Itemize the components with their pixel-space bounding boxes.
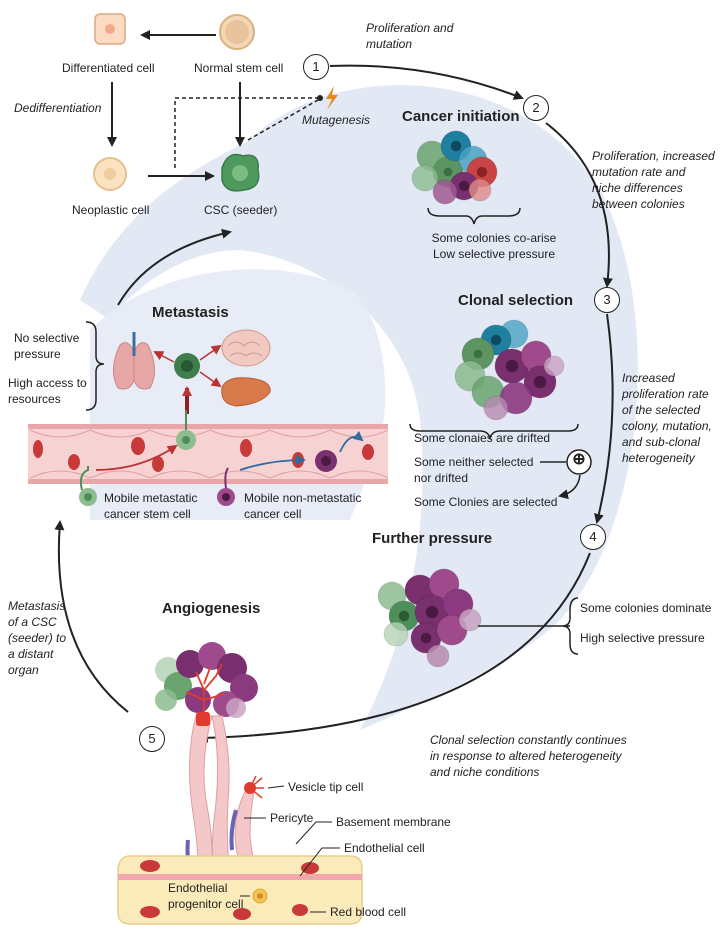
selected-label: Some Clonies are selected xyxy=(414,495,558,509)
cycle-arrow-1-2 xyxy=(329,64,524,100)
pericyte-label: Pericyte xyxy=(270,811,314,825)
vessel-noncsc-cell xyxy=(315,450,337,472)
normal-stem-cell-label: Normal stem cell xyxy=(194,61,284,75)
further-pressure-title: Further pressure xyxy=(372,530,493,547)
mobile-csc-label: Mobile metastatic cancer stem cell xyxy=(104,491,198,521)
step-3-badge: 3 xyxy=(594,287,620,313)
plus-symbol: ⊕ xyxy=(572,451,586,468)
metastasis-title: Metastasis xyxy=(152,304,229,321)
legend-mobile-noncsc-icon xyxy=(217,467,235,506)
clonal-selection-cluster xyxy=(454,319,565,421)
no-selective-pressure-label: No selective pressure xyxy=(14,331,80,361)
high-pressure-label: High selective pressure xyxy=(580,631,705,645)
metastasis-side-note: Metastasis of a CSC (seeder) to a distan… xyxy=(8,599,67,677)
step-4-badge: 4 xyxy=(580,524,606,550)
step-2-badge: 2 xyxy=(523,95,549,121)
lungs-icon xyxy=(113,332,155,390)
continue-note: Clonal selection constantly continues in… xyxy=(430,733,627,779)
high-access-label: High access to resources xyxy=(8,376,87,406)
drifted-label: Some clonaies are drifted xyxy=(414,431,551,445)
pressure-brace xyxy=(478,597,579,655)
initiation-brace xyxy=(427,207,521,225)
neoplastic-cell-label: Neoplastic cell xyxy=(72,203,150,217)
endothelial-progenitor-label: Endothelial progenitor cell xyxy=(168,881,244,911)
clonal-selection-title: Clonal selection xyxy=(458,292,574,309)
endothelial-cell-label: Endothelial cell xyxy=(344,841,425,855)
normal-stem-cell-icon xyxy=(219,14,255,50)
basement-membrane-label: Basement membrane xyxy=(336,815,451,829)
liver-icon xyxy=(221,377,271,407)
dedifferentiation-label: Dedifferentiation xyxy=(14,101,102,115)
metastasis-brace xyxy=(85,321,105,411)
vessel-csc-cell xyxy=(176,410,196,450)
initiation-note: Some colonies co-arise Low selective pre… xyxy=(431,231,557,261)
vesicle-tip-cell-label: Vesicle tip cell xyxy=(288,780,364,794)
neoplastic-cell-icon xyxy=(93,157,127,191)
mutagenesis-dashed-line xyxy=(174,97,318,168)
step-5-badge: 5 xyxy=(139,726,165,752)
angiogenesis-tumor xyxy=(155,642,258,718)
further-pressure-cluster xyxy=(377,568,482,668)
red-blood-cell-label: Red blood cell xyxy=(330,905,407,919)
differentiated-cell-label: Differentiated cell xyxy=(62,61,155,75)
tumor-tip-cell-icon xyxy=(196,712,210,726)
metastatic-cell-center xyxy=(174,353,200,379)
neither-label: Some neither selected nor drifted xyxy=(414,455,534,485)
selection-side-note: Increased proliferation rate of the sele… xyxy=(622,371,712,465)
proliferation-mutation-label: Proliferation and mutation xyxy=(366,21,454,51)
vesicle-tip-cell-icon xyxy=(244,775,264,799)
background-crescent xyxy=(80,85,638,730)
cycle-arrow-4-5 xyxy=(198,552,591,743)
mobile-noncsc-label: Mobile non-metastatic cancer cell xyxy=(244,491,362,521)
sprout-vessels xyxy=(185,715,259,879)
cycle-arrow-2-3 xyxy=(545,122,613,288)
step-1-badge: 1 xyxy=(303,54,329,80)
csc-seeder-icon xyxy=(221,153,260,192)
plus-circle xyxy=(566,449,592,475)
brain-icon xyxy=(221,329,271,367)
differentiated-cell-icon xyxy=(94,13,126,45)
initiation-side-note: Proliferation, increased mutation rate a… xyxy=(592,149,715,211)
mutagenesis-label: Mutagenesis xyxy=(302,113,371,127)
cycle-arrow-5-metastasis xyxy=(54,520,129,713)
cycle-arrow-metastasis-csc xyxy=(117,228,232,306)
dominate-label: Some colonies dominate xyxy=(580,601,712,615)
angiogenesis-title: Angiogenesis xyxy=(162,600,261,617)
cycle-arrow-3-4 xyxy=(594,313,614,524)
base-vessel-bed xyxy=(117,855,363,925)
lightning-icon xyxy=(326,86,338,110)
plus-to-selected-arrow xyxy=(558,474,581,500)
selection-brace xyxy=(409,423,579,441)
legend-mobile-csc-icon xyxy=(79,466,97,506)
cancer-initiation-cluster xyxy=(411,130,498,205)
cancer-initiation-title: Cancer initiation xyxy=(402,108,520,125)
csc-seeder-label: CSC (seeder) xyxy=(204,203,278,217)
